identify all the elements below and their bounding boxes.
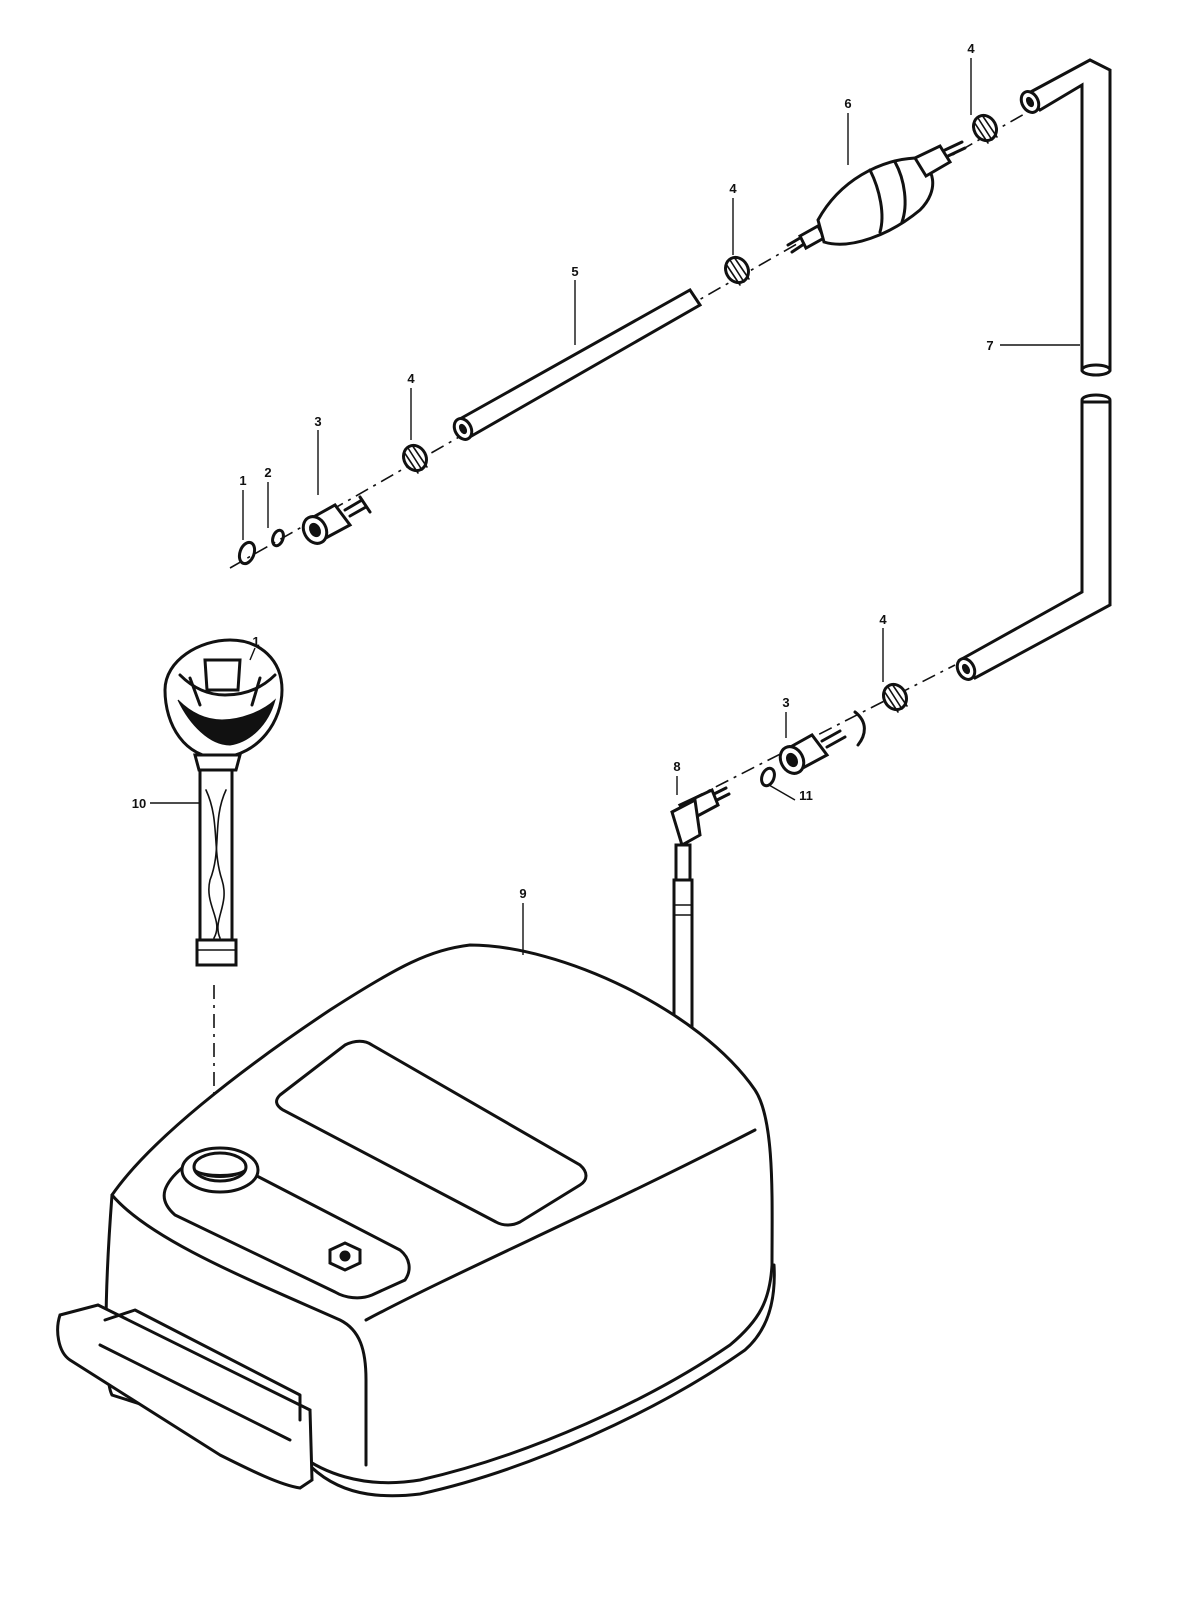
primer-bulb-part-6 [786, 140, 967, 254]
callout-10: 10 [132, 796, 146, 811]
o-ring-part-2 [271, 528, 285, 548]
callout-8: 8 [673, 759, 680, 774]
callout-1: 1 [239, 473, 246, 488]
callout-7: 7 [986, 338, 993, 353]
elbow-fitting-part-8 [670, 786, 731, 1032]
hose-clamp-part-4-b [724, 255, 750, 286]
filler-cap-gauge-part-10 [163, 638, 284, 967]
callout-1-cap: 1 [252, 634, 259, 649]
connector-part-3-lower [778, 710, 866, 775]
callout-4-a: 4 [407, 371, 415, 386]
hose-clamp-part-4-c [972, 113, 998, 144]
callout-2: 2 [264, 465, 271, 480]
callout-leaders [150, 58, 1080, 955]
fuel-hose-part-5 [452, 288, 703, 441]
hose-clamp-part-4-a [402, 443, 428, 474]
callout-6: 6 [844, 96, 851, 111]
callout-11: 11 [799, 788, 813, 803]
callout-5: 5 [571, 264, 578, 279]
hose-clamp-part-4-d [882, 682, 908, 713]
connector-part-3-upper [301, 495, 372, 545]
o-ring-part-1 [237, 540, 257, 566]
o-ring-part-11 [760, 766, 776, 788]
callout-labels: 1 2 3 4 5 4 6 4 7 4 3 11 8 9 10 1 [132, 41, 994, 901]
callout-3-lower: 3 [782, 695, 789, 710]
callout-4-c: 4 [967, 41, 975, 56]
fuel-hose-part-7 [955, 58, 1112, 681]
callout-9: 9 [519, 886, 526, 901]
callout-4-b: 4 [729, 181, 737, 196]
callout-3-upper: 3 [314, 414, 321, 429]
callout-4-d: 4 [879, 612, 887, 627]
fuel-tank-part-9 [56, 943, 776, 1498]
